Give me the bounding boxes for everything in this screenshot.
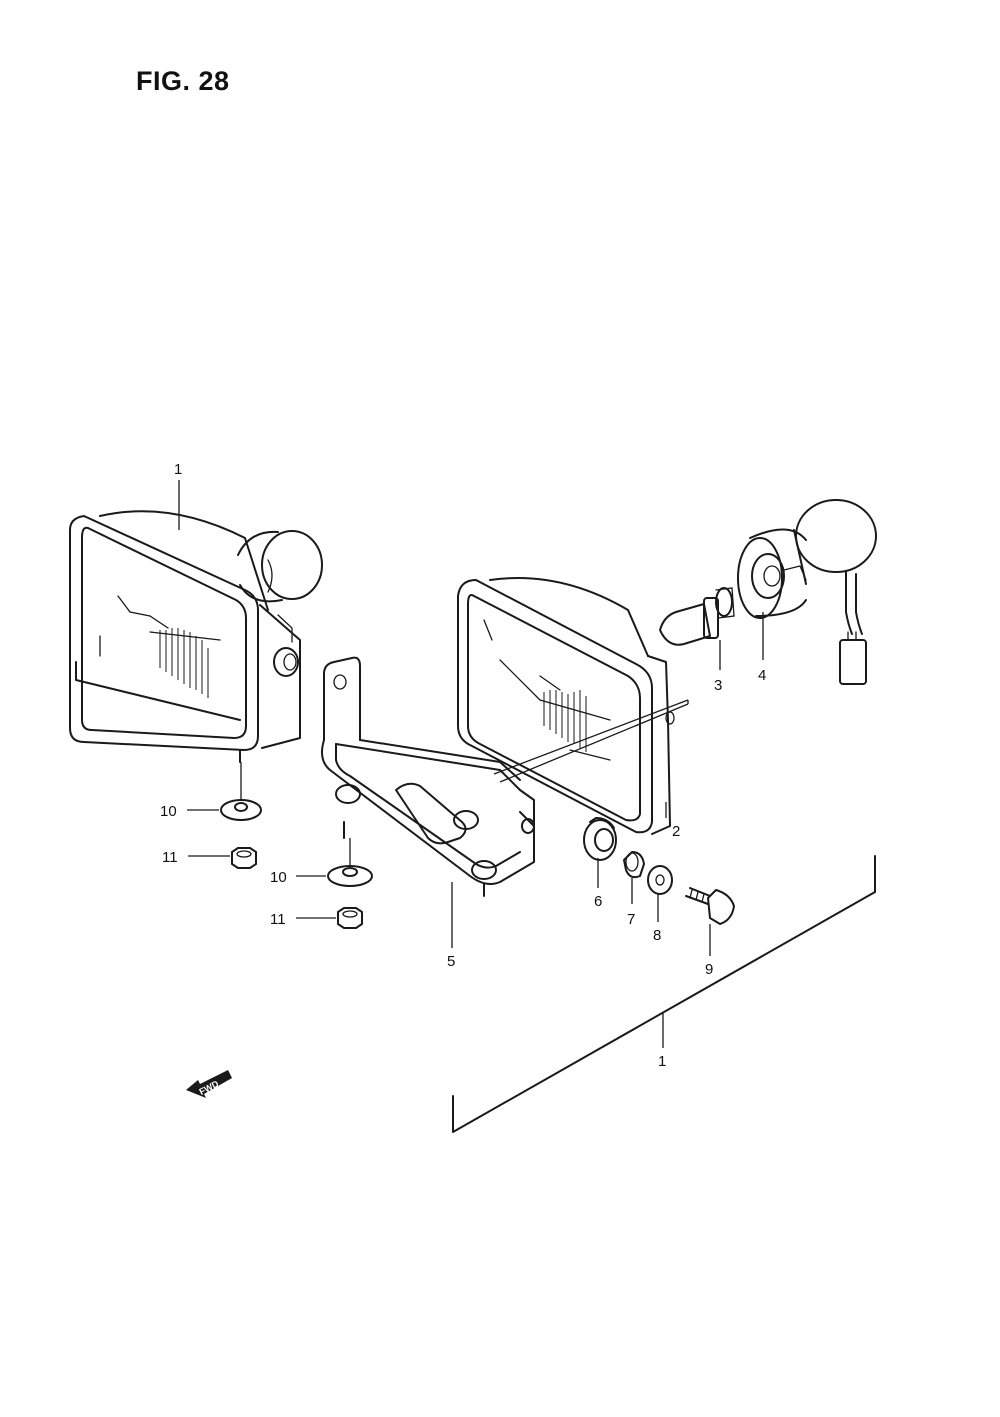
- callout-11-mid: 11: [270, 911, 286, 928]
- callout-9: 9: [705, 961, 713, 978]
- right-headlamp-drawing: [457, 577, 675, 835]
- assembly-bracket: [452, 855, 876, 1133]
- bulb-drawing: [659, 587, 735, 646]
- small-hardware-drawing: [583, 817, 735, 925]
- callout-6: 6: [594, 893, 602, 910]
- callout-1-bracket: 1: [658, 1053, 666, 1070]
- leader-lines: [178, 480, 764, 956]
- bracket-drawing: [321, 656, 535, 897]
- fwd-arrow-icon: FWD: [186, 1070, 232, 1098]
- callout-11-left: 11: [162, 849, 178, 866]
- callout-1-top: 1: [174, 461, 182, 478]
- callout-2: 2: [672, 823, 680, 840]
- callout-8: 8: [653, 927, 661, 944]
- callout-10-left: 10: [160, 803, 177, 820]
- socket-drawing: [737, 499, 877, 685]
- callout-7: 7: [627, 911, 635, 928]
- callout-10-mid: 10: [270, 869, 287, 886]
- left-headlamp-drawing: [69, 510, 323, 763]
- callout-3: 3: [714, 677, 722, 694]
- figure-title: FIG. 28: [136, 66, 230, 96]
- callout-5: 5: [447, 953, 455, 970]
- callout-4: 4: [758, 667, 766, 684]
